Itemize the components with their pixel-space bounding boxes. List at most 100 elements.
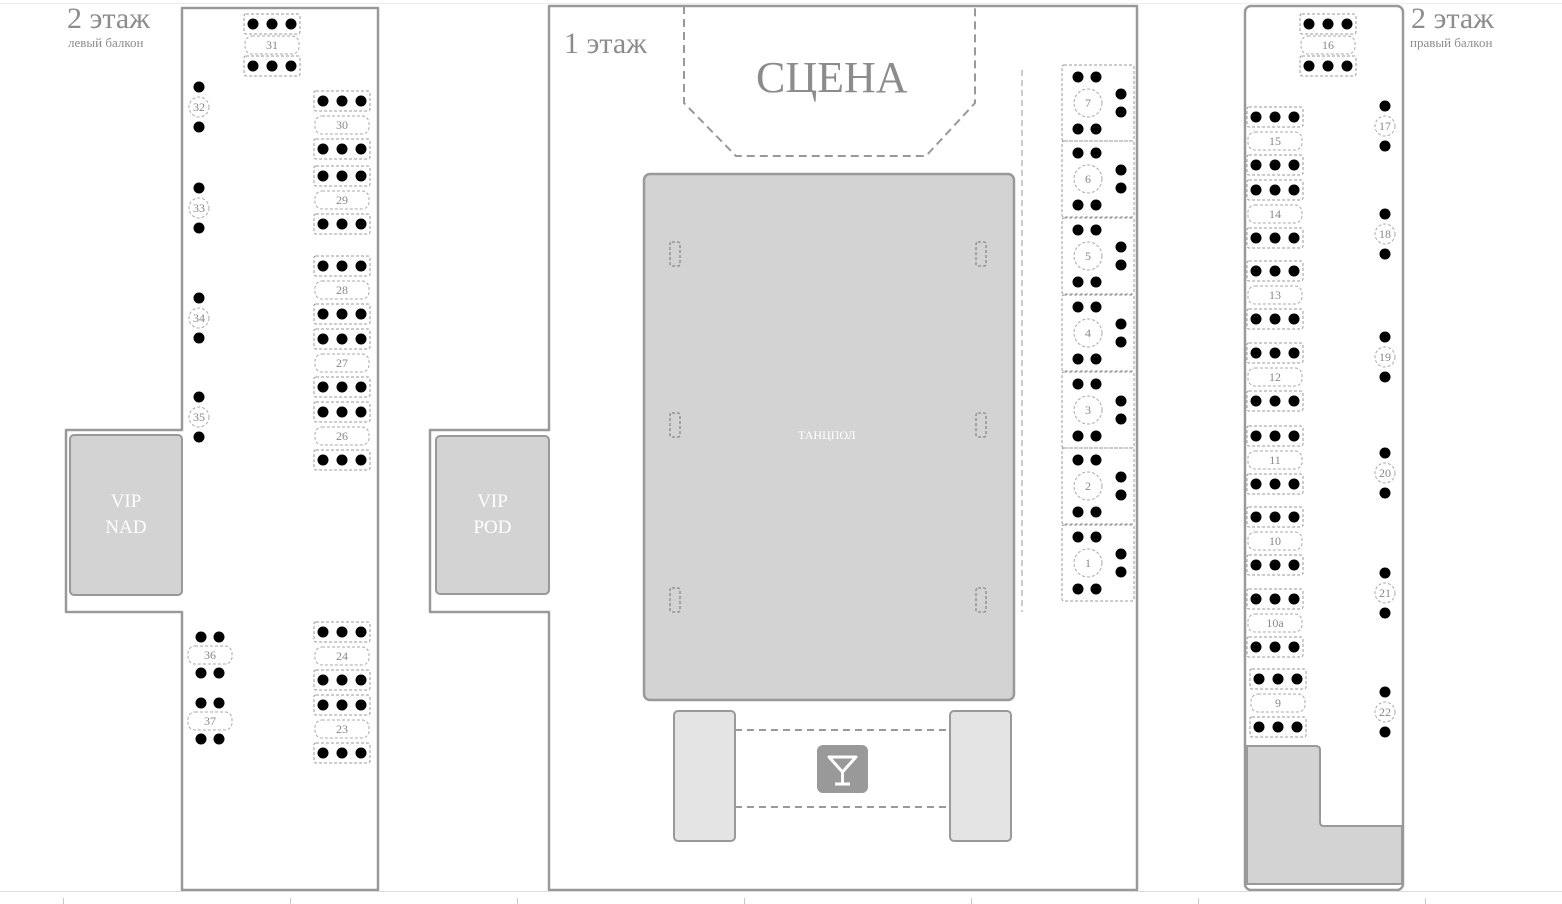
seat[interactable] — [1090, 506, 1102, 518]
seat[interactable] — [1115, 106, 1127, 118]
seat[interactable] — [1250, 313, 1262, 325]
table-20[interactable] — [1374, 462, 1396, 484]
table-1[interactable] — [1073, 548, 1103, 578]
seat[interactable] — [1288, 430, 1300, 442]
seat[interactable] — [1115, 413, 1127, 425]
table-34[interactable] — [188, 307, 210, 329]
seat[interactable] — [193, 292, 205, 304]
seat[interactable] — [1379, 248, 1391, 260]
seat[interactable] — [213, 631, 225, 643]
seat[interactable] — [355, 454, 367, 466]
table-11[interactable] — [1247, 450, 1303, 470]
seat[interactable] — [1379, 447, 1391, 459]
seat[interactable] — [1072, 531, 1084, 543]
seat[interactable] — [1341, 60, 1353, 72]
table-17[interactable] — [1374, 115, 1396, 137]
seat[interactable] — [1115, 395, 1127, 407]
seat[interactable] — [1269, 478, 1281, 490]
seat[interactable] — [1288, 159, 1300, 171]
seat[interactable] — [1288, 593, 1300, 605]
seat[interactable] — [1115, 241, 1127, 253]
seat[interactable] — [195, 697, 207, 709]
seat[interactable] — [1250, 593, 1262, 605]
seat[interactable] — [1115, 566, 1127, 578]
seat[interactable] — [1288, 478, 1300, 490]
seat[interactable] — [1250, 159, 1262, 171]
seat[interactable] — [1072, 71, 1084, 83]
seat[interactable] — [1072, 276, 1084, 288]
seat[interactable] — [1072, 301, 1084, 313]
seat[interactable] — [1269, 395, 1281, 407]
table-16[interactable] — [1300, 35, 1356, 55]
table-4[interactable] — [1073, 318, 1103, 348]
table-35[interactable] — [188, 406, 210, 428]
seat[interactable] — [1288, 313, 1300, 325]
seat[interactable] — [1072, 123, 1084, 135]
seat[interactable] — [1072, 506, 1084, 518]
seat[interactable] — [1291, 721, 1303, 733]
seat[interactable] — [1288, 111, 1300, 123]
table-22[interactable] — [1374, 701, 1396, 723]
seat[interactable] — [1090, 147, 1102, 159]
seat[interactable] — [247, 18, 259, 30]
table-19[interactable] — [1374, 346, 1396, 368]
table-9[interactable] — [1250, 693, 1306, 713]
seat[interactable] — [1090, 276, 1102, 288]
seat[interactable] — [1303, 60, 1315, 72]
seat[interactable] — [336, 381, 348, 393]
seat[interactable] — [1379, 331, 1391, 343]
seat[interactable] — [336, 454, 348, 466]
seat[interactable] — [1090, 71, 1102, 83]
seat[interactable] — [1269, 265, 1281, 277]
seat[interactable] — [1115, 182, 1127, 194]
seat[interactable] — [1115, 259, 1127, 271]
seat[interactable] — [336, 260, 348, 272]
seat[interactable] — [317, 260, 329, 272]
seat[interactable] — [247, 60, 259, 72]
seat[interactable] — [1090, 353, 1102, 365]
table-2[interactable] — [1073, 471, 1103, 501]
seat[interactable] — [317, 454, 329, 466]
seat[interactable] — [355, 95, 367, 107]
seat[interactable] — [1115, 318, 1127, 330]
seat[interactable] — [336, 218, 348, 230]
table-33[interactable] — [188, 197, 210, 219]
seat[interactable] — [1288, 641, 1300, 653]
seat[interactable] — [355, 143, 367, 155]
table-27[interactable] — [314, 353, 370, 373]
seat[interactable] — [1341, 18, 1353, 30]
seat[interactable] — [1072, 199, 1084, 211]
seat[interactable] — [317, 699, 329, 711]
table-18[interactable] — [1374, 223, 1396, 245]
seat[interactable] — [1250, 559, 1262, 571]
seat[interactable] — [193, 431, 205, 443]
seat[interactable] — [336, 170, 348, 182]
seat[interactable] — [193, 182, 205, 194]
seat[interactable] — [1072, 224, 1084, 236]
seat[interactable] — [1379, 607, 1391, 619]
seat[interactable] — [193, 222, 205, 234]
seat[interactable] — [1072, 353, 1084, 365]
seat[interactable] — [195, 631, 207, 643]
seat[interactable] — [1250, 265, 1262, 277]
seat[interactable] — [317, 218, 329, 230]
seat[interactable] — [317, 381, 329, 393]
seat[interactable] — [1269, 232, 1281, 244]
seat[interactable] — [1288, 265, 1300, 277]
seat[interactable] — [1379, 726, 1391, 738]
seat[interactable] — [1269, 559, 1281, 571]
seat[interactable] — [1288, 184, 1300, 196]
table-13[interactable] — [1247, 285, 1303, 305]
seat[interactable] — [355, 747, 367, 759]
table-30[interactable] — [314, 115, 370, 135]
vip-nad-zone[interactable] — [69, 434, 183, 596]
seat[interactable] — [1379, 208, 1391, 220]
seat[interactable] — [317, 333, 329, 345]
seat[interactable] — [1269, 159, 1281, 171]
table-10[interactable] — [1247, 531, 1303, 551]
table-5[interactable] — [1073, 241, 1103, 271]
seat[interactable] — [213, 667, 225, 679]
table-7[interactable] — [1073, 88, 1103, 118]
seat[interactable] — [1288, 559, 1300, 571]
seat[interactable] — [1269, 313, 1281, 325]
